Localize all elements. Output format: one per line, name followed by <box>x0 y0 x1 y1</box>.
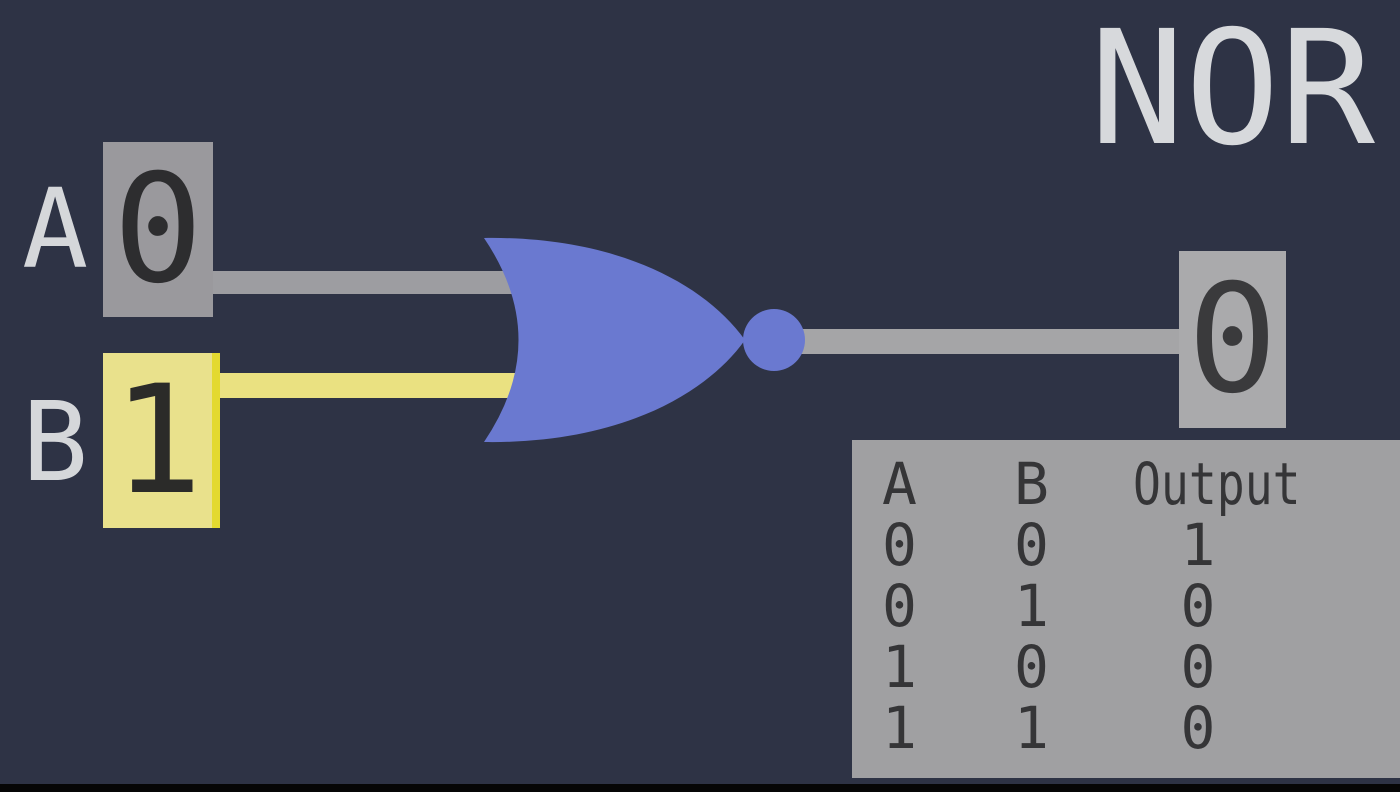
truth-table: A B Output 0 0 1 0 1 0 1 0 0 1 1 0 <box>852 440 1400 759</box>
truth-table-header-output: Output <box>1133 450 1301 518</box>
truth-table-header-b: B <box>1014 450 1049 518</box>
nor-gate-body[interactable] <box>470 228 810 456</box>
truth-table-cell: 1 <box>1014 572 1049 640</box>
output-value: 0 <box>1187 252 1278 427</box>
input-b-value: 1 <box>112 353 203 528</box>
truth-table-cell: 1 <box>882 694 917 762</box>
or-shape <box>484 237 745 443</box>
input-b-label: B <box>22 378 89 506</box>
input-b-switch[interactable]: 1 <box>103 353 220 528</box>
truth-table-cell: 1 <box>882 633 917 701</box>
wire-input-a <box>205 271 525 294</box>
wire-output <box>795 329 1182 354</box>
input-a-switch[interactable]: 0 <box>103 142 213 317</box>
letterbox-bar <box>0 784 1400 792</box>
truth-table-cell: 0 <box>1014 511 1049 579</box>
output-display: 0 <box>1179 251 1286 428</box>
truth-table-cell: 0 <box>1180 633 1216 701</box>
truth-table-cell: 0 <box>1180 694 1216 762</box>
truth-table-cell: 1 <box>1014 694 1049 762</box>
truth-table-panel: A B Output 0 0 1 0 1 0 1 0 0 1 1 0 <box>852 440 1400 778</box>
truth-table-cell: 1 <box>1180 511 1216 579</box>
truth-table-cell: 0 <box>1180 572 1216 640</box>
truth-table-cell: 0 <box>1014 633 1049 701</box>
wire-input-b <box>210 373 525 398</box>
truth-table-cell: 0 <box>882 572 917 640</box>
input-a-label: A <box>22 165 89 293</box>
inversion-bubble-icon <box>743 309 805 371</box>
input-a-value: 0 <box>112 142 204 317</box>
truth-table-header-a: A <box>882 450 917 518</box>
truth-table-cell: 0 <box>882 511 917 579</box>
gate-title: NOR <box>1089 0 1375 181</box>
